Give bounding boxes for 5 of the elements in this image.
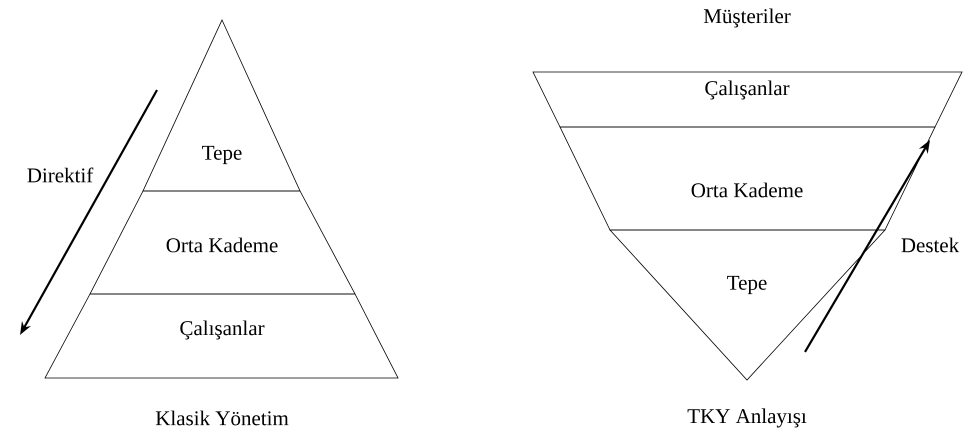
caption: Klasik Yönetim bbox=[156, 410, 288, 426]
arrow-label: Destek bbox=[901, 238, 960, 252]
title-text: Müşteriler bbox=[704, 8, 791, 28]
caption: TKY Anlayışı bbox=[688, 408, 806, 428]
arrow-label: Direktif bbox=[27, 168, 94, 182]
